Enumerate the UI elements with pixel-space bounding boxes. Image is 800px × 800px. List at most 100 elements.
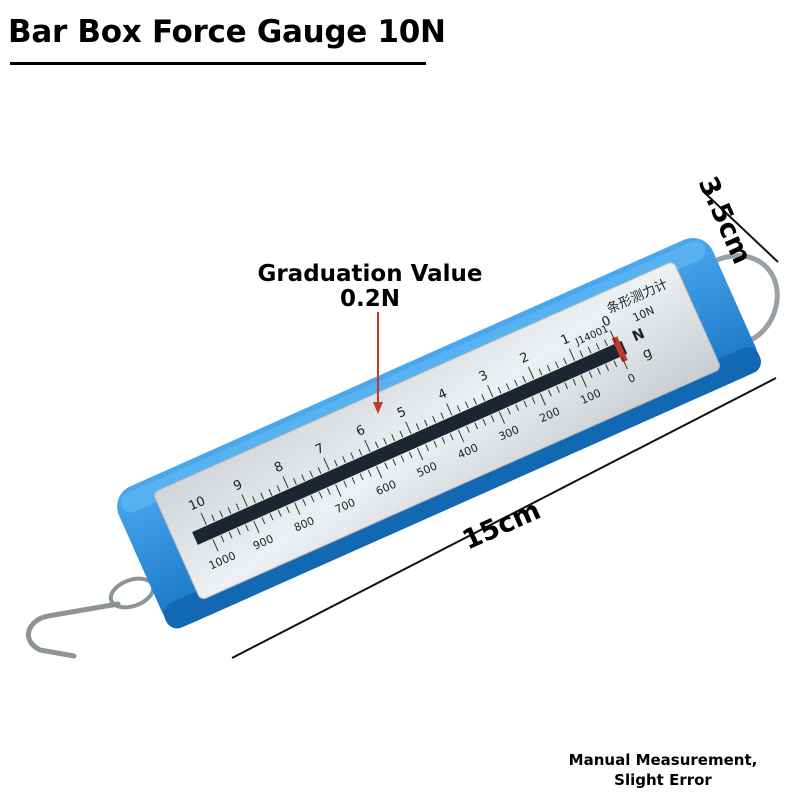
gram-tick	[531, 396, 536, 404]
gram-tick	[597, 367, 601, 375]
newton-tick	[252, 496, 256, 503]
newton-tick	[432, 416, 436, 423]
gram-tick	[269, 513, 274, 521]
newton-tick	[391, 434, 396, 442]
gram-tick	[441, 437, 446, 444]
newton-tick	[350, 452, 355, 460]
newton-tick	[260, 492, 265, 500]
gram-tick	[367, 469, 372, 477]
graduation-value: 0.2N	[340, 286, 400, 312]
gram-tick	[212, 539, 219, 552]
gram-tick	[547, 389, 552, 397]
newton-tick	[293, 477, 297, 485]
newton-tick	[481, 394, 486, 401]
gram-tick	[572, 378, 577, 386]
gram-tick	[466, 426, 470, 433]
gram-tick	[433, 440, 438, 448]
newton-tick	[364, 439, 371, 452]
gram-tick	[294, 502, 301, 515]
newton-tick	[399, 430, 404, 438]
newton-tick	[473, 397, 477, 405]
measurement-note-line2: Slight Error	[614, 771, 712, 789]
title-underline	[10, 62, 426, 65]
newton-tick	[358, 448, 363, 456]
newton-tick	[579, 350, 584, 358]
width-dimension-line	[705, 193, 779, 263]
gram-tick	[228, 531, 233, 539]
newton-tick	[546, 364, 551, 372]
newton-tick	[301, 474, 306, 482]
gram-tick	[236, 528, 241, 535]
gram-tick	[580, 375, 587, 388]
newton-tick	[211, 514, 215, 522]
newton-tick	[374, 441, 379, 449]
gram-tick	[515, 404, 520, 412]
newton-tick	[505, 383, 510, 391]
pointer-indicator	[611, 336, 628, 363]
gram-tick	[588, 371, 593, 379]
gram-tick	[490, 415, 495, 422]
newton-tick	[276, 485, 281, 493]
gram-scale-label: 0	[626, 371, 638, 386]
newton-tick	[219, 510, 224, 518]
newton-tick	[317, 467, 322, 474]
newton-tick	[241, 494, 248, 507]
newton-tick	[424, 419, 428, 427]
gram-tick	[408, 451, 413, 459]
gram-tick	[417, 447, 424, 461]
gram-tick	[277, 509, 282, 517]
gram-tick	[351, 477, 356, 484]
gram-tick	[605, 364, 610, 371]
gram-tick	[261, 517, 266, 525]
newton-tick	[309, 470, 314, 478]
newton-tick	[200, 512, 207, 525]
newton-tick	[497, 386, 502, 394]
scale-plate	[154, 262, 720, 600]
gram-tick	[392, 458, 397, 466]
gram-tick	[253, 520, 260, 534]
gram-tick	[286, 506, 290, 514]
gram-tick	[359, 473, 364, 481]
gram-tick	[539, 393, 546, 406]
gram-tick	[245, 524, 249, 532]
newton-tick	[342, 456, 346, 463]
gram-tick	[556, 386, 560, 393]
gram-tick	[318, 491, 323, 499]
newton-tick	[268, 488, 273, 496]
spring-slot	[192, 340, 628, 545]
newton-tick	[405, 421, 412, 434]
gram-tick	[449, 433, 454, 441]
gram-tick	[343, 480, 348, 488]
newton-tick	[323, 457, 330, 471]
newton-tick	[522, 375, 527, 383]
newton-tick	[528, 366, 535, 380]
newton-tick	[415, 423, 420, 431]
newton-tick	[604, 339, 608, 347]
scale-ticks	[200, 330, 628, 552]
newton-tick	[514, 379, 518, 387]
gram-tick	[523, 400, 528, 408]
measurement-note-line1: Manual Measurement,	[568, 751, 758, 769]
measurement-note: Manual Measurement, Slight Error	[548, 750, 778, 790]
newton-tick	[538, 368, 543, 376]
gram-tick	[302, 498, 307, 506]
newton-tick	[587, 346, 592, 354]
newton-tick	[383, 437, 387, 445]
newton-tick	[609, 330, 617, 343]
gram-tick	[621, 356, 628, 370]
gram-tick	[457, 429, 465, 443]
graduation-annotation: Graduation Value 0.2N	[250, 262, 490, 312]
gram-tick	[400, 455, 405, 463]
length-dimension-line	[231, 377, 777, 659]
gram-tick	[482, 418, 487, 426]
graduation-label: Graduation Value	[257, 261, 483, 287]
newton-tick	[440, 412, 445, 420]
newton-tick	[235, 503, 240, 511]
newton-tick	[568, 348, 576, 361]
gram-tick	[564, 382, 569, 390]
newton-tick	[333, 459, 338, 467]
newton-tick	[595, 343, 600, 350]
newton-tick	[446, 403, 453, 416]
gram-tick	[376, 466, 383, 479]
